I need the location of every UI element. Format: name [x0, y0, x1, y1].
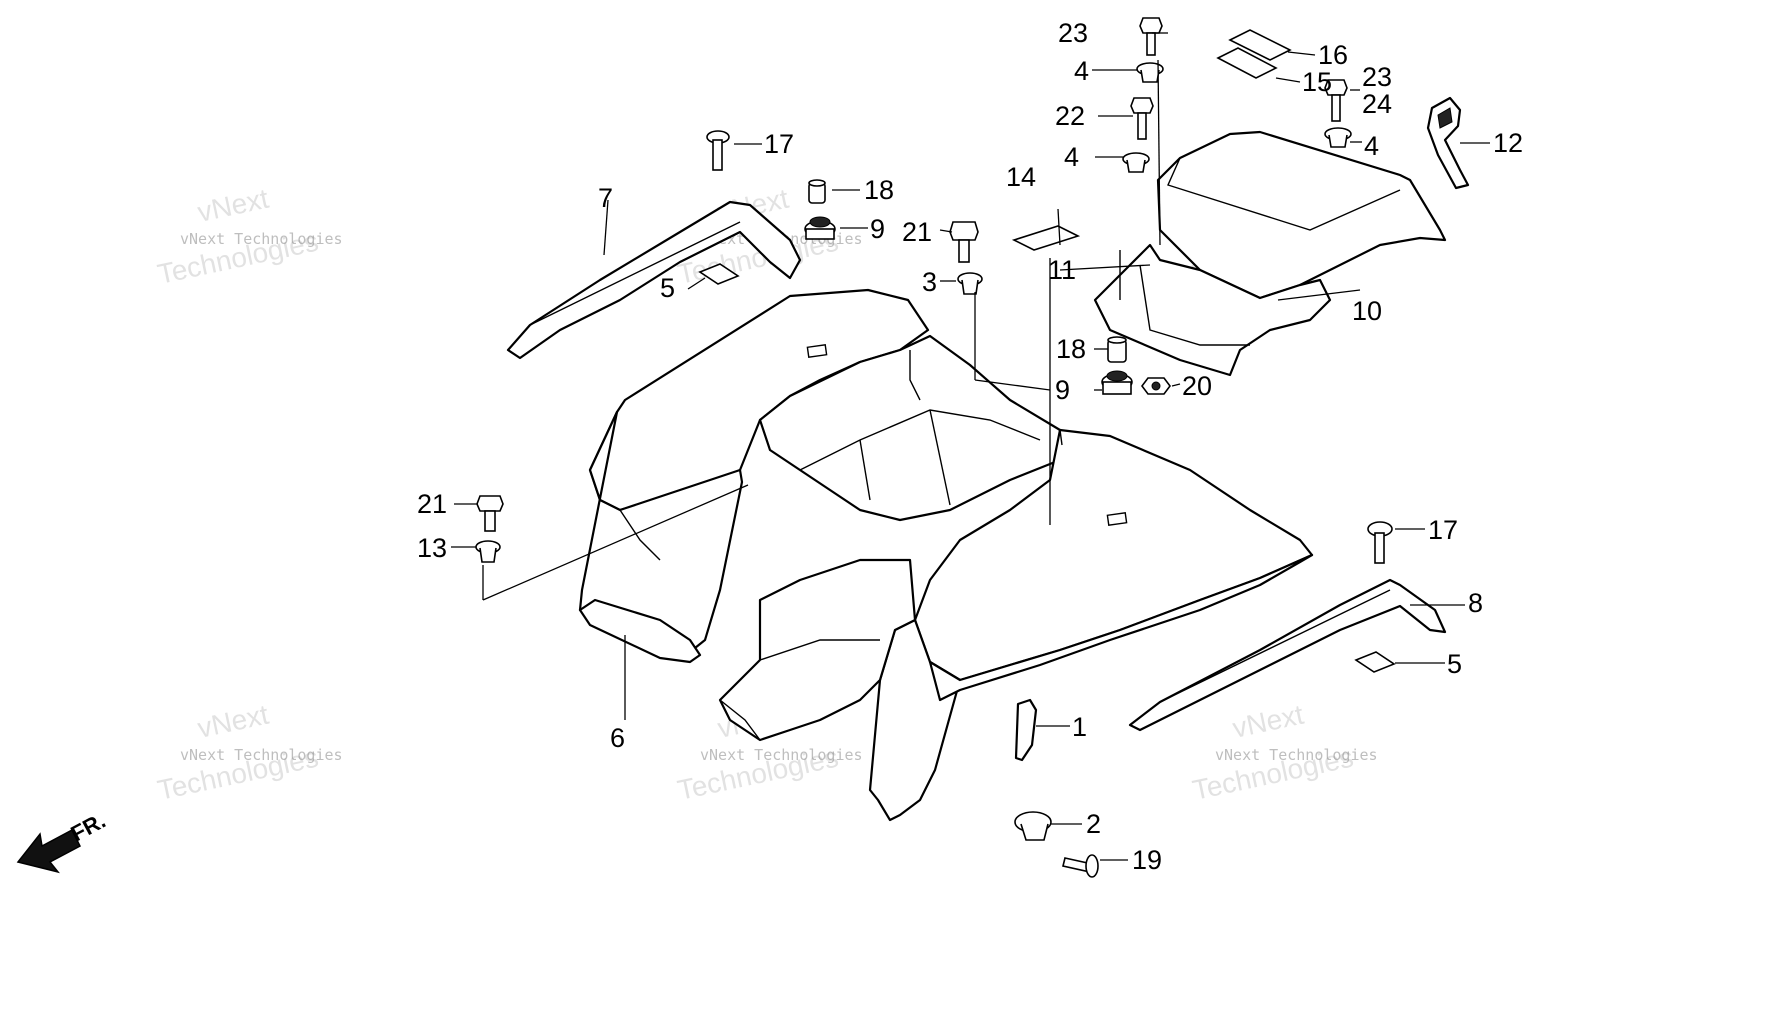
watermark-vnext: vNext — [1230, 699, 1307, 744]
bolt-23-right — [1324, 79, 1348, 122]
watermark-text: vNext Technologies — [180, 746, 343, 764]
bolt-17-top — [706, 130, 730, 171]
label-4: 4 — [1074, 56, 1089, 86]
label-7: 7 — [598, 183, 613, 213]
sleeve-18-top — [808, 179, 826, 204]
clip-5-top — [698, 263, 740, 285]
label-20: 20 — [1182, 371, 1212, 401]
bolt-22 — [1130, 97, 1154, 140]
label-4: 4 — [1064, 142, 1079, 172]
label-9: 9 — [870, 214, 885, 244]
clip-5-right — [1354, 651, 1396, 673]
label-14: 14 — [1006, 162, 1036, 192]
watermark-vnext: vNext — [195, 699, 272, 744]
label-15: 15 — [1302, 67, 1332, 97]
sticker-14 — [1011, 225, 1081, 251]
label-8: 8 — [1468, 588, 1483, 618]
watermark: vNext Technologies vNext Technologies — [155, 699, 343, 806]
label-6: 6 — [610, 723, 625, 753]
watermark: vNext Technologies vNext Technologies — [155, 183, 343, 290]
grommet-9-mid — [1101, 370, 1133, 395]
label-21: 21 — [902, 217, 932, 247]
side-panel-8 — [1128, 578, 1447, 732]
collar-4-right — [1324, 127, 1352, 148]
label-16: 16 — [1318, 40, 1348, 70]
watermark: vNext Technologies vNext Technologies — [1190, 699, 1378, 806]
label-11: 11 — [1048, 255, 1076, 285]
label-21: 21 — [417, 489, 447, 519]
label-5: 5 — [660, 273, 675, 303]
label-24: 24 — [1362, 89, 1392, 119]
collar-4-top — [1136, 62, 1164, 83]
label-13: 13 — [417, 533, 447, 563]
part-labels: 1 2 3 4 4 4 5 5 6 7 8 9 9 10 11 12 13 14… — [417, 18, 1523, 875]
label-5: 5 — [1447, 649, 1462, 679]
label-18: 18 — [864, 175, 894, 205]
side-panel-7 — [506, 200, 802, 360]
collar-13 — [475, 540, 501, 563]
watermark-vnext: vNext — [195, 183, 272, 228]
collar-4-mid — [1122, 152, 1150, 173]
sticker-16 — [1228, 29, 1292, 61]
grommet-9-top — [804, 216, 836, 240]
front-direction-indicator: FR. — [16, 808, 110, 874]
bolt-21-upper — [949, 221, 979, 263]
nut-20 — [1141, 377, 1171, 395]
reflector-1 — [1014, 698, 1038, 762]
label-23: 23 — [1058, 18, 1088, 48]
label-18: 18 — [1056, 334, 1086, 364]
label-22: 22 — [1055, 101, 1085, 131]
label-10: 10 — [1352, 296, 1382, 326]
rear-fender — [578, 288, 1314, 822]
label-4: 4 — [1364, 131, 1379, 161]
sleeve-18-mid — [1107, 336, 1127, 363]
sticker-15 — [1216, 47, 1278, 79]
hardware — [475, 17, 1396, 878]
label-19: 19 — [1132, 845, 1162, 875]
label-9: 9 — [1055, 375, 1070, 405]
label-1: 1 — [1072, 712, 1087, 742]
bolt-21-lower — [476, 495, 504, 532]
label-17: 17 — [1428, 515, 1458, 545]
leader-lines — [451, 32, 1490, 861]
label-3: 3 — [922, 267, 937, 297]
grommet-2 — [1014, 811, 1052, 841]
label-2: 2 — [1086, 809, 1101, 839]
label-12: 12 — [1493, 128, 1523, 158]
bolt-17-right — [1367, 521, 1393, 564]
front-arrow-icon — [16, 828, 81, 874]
label-17: 17 — [764, 129, 794, 159]
collar-3 — [957, 272, 983, 295]
watermark-text: vNext Technologies — [180, 230, 343, 248]
screw-19 — [1062, 854, 1099, 878]
latch-12 — [1426, 96, 1470, 190]
label-23: 23 — [1362, 62, 1392, 92]
tool-box-tray — [1093, 243, 1332, 377]
watermark-text: vNext Technologies — [700, 746, 863, 764]
watermark-text: vNext Technologies — [1215, 746, 1378, 764]
bolt-23-top — [1139, 17, 1163, 56]
